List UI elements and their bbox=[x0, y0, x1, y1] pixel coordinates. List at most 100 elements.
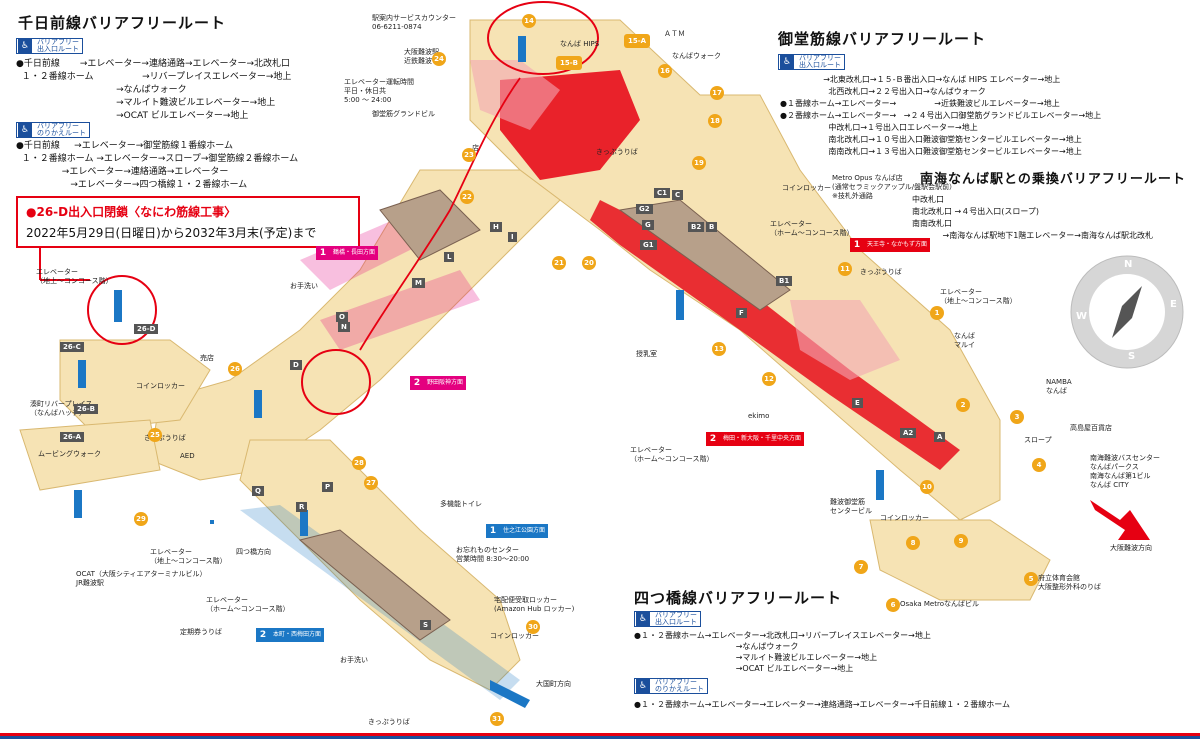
yotsubashi-title: 四つ橋線バリアフリールート bbox=[634, 589, 843, 607]
coin-locker-label-3: コインロッカー bbox=[880, 514, 929, 522]
exit-code-c: C bbox=[672, 190, 684, 200]
wheelchair-icon: ♿ bbox=[636, 612, 650, 626]
ekimo-label: ekimo bbox=[748, 412, 770, 420]
sennichimae-transfer-badge: ♿ バリアフリー のりかえルート bbox=[16, 122, 90, 138]
line-number: 2 bbox=[410, 376, 424, 390]
store-label: 店 bbox=[472, 144, 479, 152]
exit-badge-27: 26 bbox=[228, 362, 242, 376]
wheelchair-icon: ♿ bbox=[780, 55, 794, 69]
exit-badge-9: 9 bbox=[954, 534, 968, 548]
badge-label: バリアフリー 出入口ルート bbox=[655, 611, 697, 626]
sennichimae-line-1-box: 1 鶴橋・長田方面 bbox=[316, 246, 379, 260]
kintetsu-label: 大阪難波駅 近鉄難波ビル bbox=[404, 48, 446, 65]
badge-label: バリアフリー 出入口ルート bbox=[37, 38, 79, 53]
line-direction: 住之江公園方面 bbox=[500, 524, 549, 538]
exit-code-26b: 26-B bbox=[74, 404, 98, 414]
pink-area-north bbox=[470, 60, 560, 130]
exit-badge-1: 1 bbox=[930, 306, 944, 320]
exit-badge-17: 17 bbox=[710, 86, 724, 100]
exit-code-a2: A2 bbox=[900, 428, 917, 438]
compass-e: E bbox=[1170, 299, 1177, 310]
exit-code-26c: 26-C bbox=[60, 342, 84, 352]
ocat-label: OCAT（大阪シティエアターミナルビル） JR難波駅 bbox=[76, 570, 207, 587]
exit-code-q: Q bbox=[252, 486, 264, 496]
midosuji-line-1-box: 1 天王寺・なかもず方面 bbox=[850, 238, 931, 252]
shop-label: 売店 bbox=[200, 354, 214, 362]
toilet-label-2: お手洗い bbox=[340, 656, 368, 664]
exit-badge-30: 29 bbox=[134, 512, 148, 526]
exit-badge-26: 25 bbox=[148, 428, 162, 442]
sennichimae-transfer-route: ●千日前線 →エレベーター→御堂筋線１番線ホーム １・２番線ホーム →エレベータ… bbox=[16, 141, 299, 190]
exit-code-o: O bbox=[336, 312, 348, 322]
exit-code-n: N bbox=[338, 322, 350, 332]
toilet-label-1: お手洗い bbox=[290, 282, 318, 290]
line-direction: 野田阪神方面 bbox=[424, 376, 467, 390]
compass-n: N bbox=[1124, 259, 1133, 270]
exit-code-p: P bbox=[322, 482, 334, 492]
exit-badge-29: 28 bbox=[352, 456, 366, 470]
coin-locker-label-1: コインロッカー bbox=[782, 184, 831, 192]
exit-code-b1: B1 bbox=[776, 276, 793, 286]
line-number: 1 bbox=[486, 524, 500, 538]
daikokucho-direction: 大国町方向 bbox=[536, 680, 571, 688]
closure-highlight-26d bbox=[87, 275, 157, 345]
annotation-route-line bbox=[359, 77, 521, 351]
platform-midosuji bbox=[618, 199, 791, 311]
line-direction: 梅田・新大阪・千里中央方面 bbox=[720, 432, 805, 446]
exit-badge-28: 27 bbox=[364, 476, 378, 490]
yotsubashi-line-1-box: 1 住之江公園方面 bbox=[486, 524, 549, 538]
elevator-shaft-26d bbox=[114, 290, 122, 322]
exit-badge-12: 12 bbox=[762, 372, 776, 386]
metro-opus-label: Metro Opus なんば店 (通常セラミックアップル/盤駅会駅前） ※技札外… bbox=[832, 174, 957, 200]
sennichimae-track-2 bbox=[320, 270, 480, 350]
exit-code-g2: G2 bbox=[636, 204, 653, 214]
exit-badge-31: 30 bbox=[526, 620, 540, 634]
exit-badge-25: 24 bbox=[432, 52, 446, 66]
exit-code-c1: C1 bbox=[654, 188, 671, 198]
sennichimae-title: 千日前線バリアフリールート bbox=[18, 14, 227, 32]
elevator-hours-label: エレベーター運転時間 平日・休日共 5:00 〜 24:00 bbox=[344, 78, 414, 104]
se-corridor bbox=[869, 519, 1051, 601]
prefectural-label: 府立体育会館 大阪整形外科のりば bbox=[1038, 574, 1101, 591]
exit-badge-6: 6 bbox=[886, 598, 900, 612]
slope-label: スロープ bbox=[1024, 436, 1052, 444]
atm-label: ＡＴＭ bbox=[664, 30, 685, 38]
sennichimae-exit-badge: ♿ バリアフリー 出入口ルート bbox=[16, 38, 83, 54]
exit-badge-19: 19 bbox=[692, 156, 706, 170]
exit-code-e: E bbox=[852, 398, 863, 408]
exit-badge-10: 10 bbox=[920, 480, 934, 494]
takashimaya-label: 高島屋百貨店 bbox=[1070, 424, 1112, 432]
arrow-osaka-namba bbox=[1090, 500, 1150, 540]
yotsubashi-direction: 四つ橋方向 bbox=[236, 548, 271, 556]
closure-notice: ●26-D出入口閉鎖〈なにわ筋線工事〉 2022年5月29日(日曜日)から203… bbox=[16, 196, 360, 248]
exit-badge-16: 16 bbox=[658, 64, 672, 78]
elevator-home-label-2: エレベーター （ホーム〜コンコース階） bbox=[630, 446, 714, 463]
arrow-daikokucho bbox=[490, 680, 530, 708]
closure-notice-heading: ●26-D出入口閉鎖〈なにわ筋線工事〉 bbox=[26, 205, 237, 219]
exit-code-f: F bbox=[736, 308, 747, 318]
exit-badge-4: 4 bbox=[1032, 458, 1046, 472]
exit-badge-23: 22 bbox=[460, 190, 474, 204]
exit-badge-32: 31 bbox=[490, 712, 504, 726]
moving-walk-label: ムービングウォーク bbox=[38, 450, 101, 458]
river-place-label: 湊町リバープレイス （なんばハッチ） bbox=[30, 400, 93, 417]
aed-label: AED bbox=[180, 452, 195, 460]
exit-code-b: B bbox=[706, 222, 718, 232]
yotsubashi-line-bar bbox=[210, 520, 214, 524]
osaka-metro-bldg-label: Osaka Metroなんばビル bbox=[900, 600, 979, 608]
coin-locker-label-2: コインロッカー bbox=[136, 382, 185, 390]
kippu-label-3: きっぷうりば bbox=[860, 268, 902, 276]
elevator-shaft-south bbox=[300, 510, 308, 536]
elevator-ground-label-3: エレベーター （地上〜コンコース階） bbox=[150, 548, 227, 565]
exit-badge-14: 14 bbox=[522, 14, 536, 28]
elevator-shaft-nw bbox=[78, 360, 86, 388]
west-corridor bbox=[19, 419, 161, 491]
midosuji-exit-badge: ♿ バリアフリー 出入口ルート bbox=[778, 54, 845, 70]
wheelchair-icon: ♿ bbox=[18, 123, 32, 137]
exit-code-s: S bbox=[420, 620, 432, 630]
elevator-shaft-w bbox=[74, 490, 82, 518]
exit-badge-2: 2 bbox=[956, 398, 970, 412]
line-number: 2 bbox=[256, 628, 270, 642]
baby-room-label: 授乳室 bbox=[636, 350, 657, 358]
ticket-sales-label: 定期券うりば bbox=[180, 628, 222, 636]
